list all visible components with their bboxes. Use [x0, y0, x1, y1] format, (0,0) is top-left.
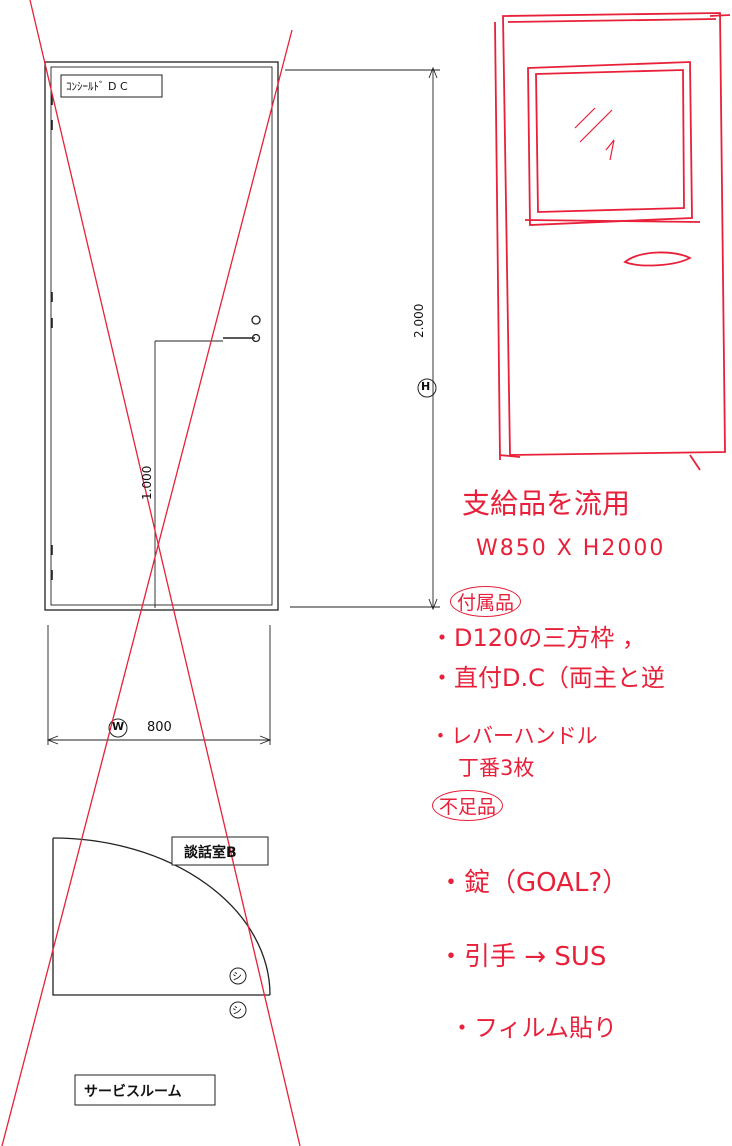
note-item-lock: ・錠（GOAL?）	[438, 868, 629, 898]
room-label-service-box	[74, 1074, 216, 1106]
height-dimension	[285, 66, 440, 611]
room-label-b-box	[171, 836, 269, 866]
note-fittings-title: 付属品	[450, 586, 522, 617]
red-door-sketch	[494, 12, 731, 471]
width-value: 800	[147, 720, 172, 735]
room-label-b: 談話室B	[184, 845, 237, 861]
sign-icon-upper	[229, 967, 247, 985]
door-plan	[52, 837, 271, 996]
height-symbol: H	[421, 380, 431, 393]
note-item-pull: ・引手 → SUS	[438, 942, 607, 972]
note-supplied-item: 支給品を流用	[462, 487, 631, 520]
note-shortage-title: 不足品	[432, 790, 504, 821]
width-dimension	[46, 625, 272, 745]
note-item-frame: ・D120の三方枠 ，	[430, 624, 646, 652]
height-symbol-circle	[417, 378, 437, 398]
sign-symbol-upper: シ	[232, 972, 242, 983]
width-symbol: W	[112, 720, 125, 733]
note-item-lever-handle: ・レバーハンドル	[430, 724, 598, 748]
red-cross-lines	[1, 0, 301, 1146]
door-label-box	[60, 74, 163, 98]
sign-icon-lower	[229, 1001, 247, 1019]
height-value: 2.000	[412, 303, 426, 338]
sign-symbol-lower: シ	[232, 1006, 242, 1017]
door-elevation	[44, 61, 279, 611]
handle-height-value: 1.000	[140, 465, 154, 500]
door-type-label: ｺﾝｼｰﾙﾄﾞ D C	[66, 80, 128, 93]
note-item-hinges: 丁番3枚	[458, 756, 535, 780]
note-item-door-closer: ・直付D.C（両主と逆	[430, 664, 665, 692]
room-label-service: サービスルーム	[84, 1084, 182, 1100]
note-item-film: ・フィルム貼り	[450, 1014, 618, 1042]
width-symbol-circle	[108, 718, 128, 738]
note-size: W850 X H2000	[476, 536, 666, 561]
